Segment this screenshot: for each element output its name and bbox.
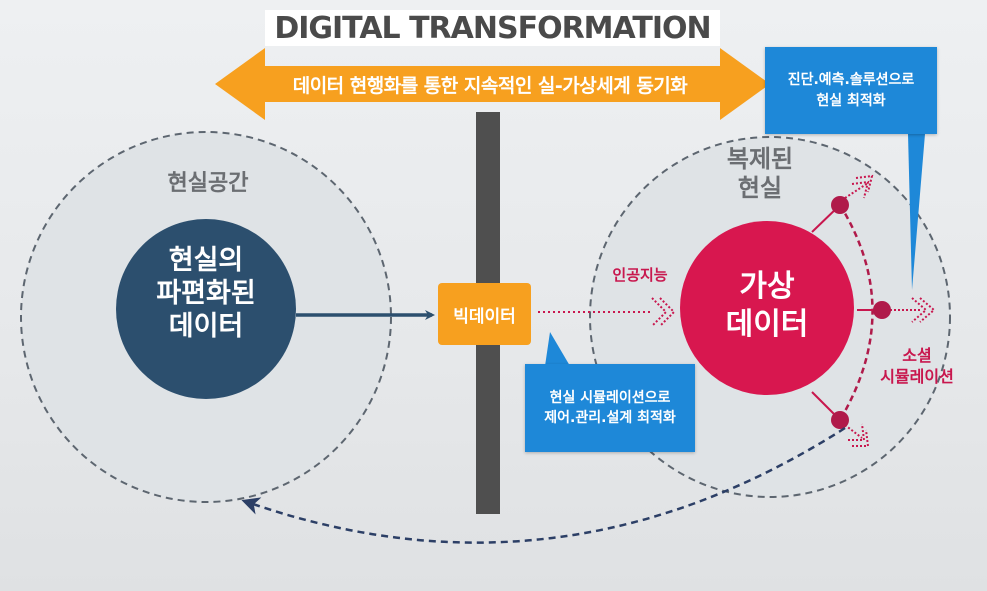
feedback-arrow [241, 426, 846, 544]
real-space-label: 현실공간 [167, 171, 249, 196]
big-data-box: 빅데이터 [438, 283, 531, 345]
fragmented-line-3: 데이터 [168, 310, 244, 342]
callout-bottom: 현실 시뮬레이션으로 제어.관리.설계 최적화 [525, 364, 695, 452]
virtual-data-circle [680, 221, 854, 395]
output-arc [838, 204, 874, 421]
callout-bottom-line-2: 제어.관리.설계 최적화 [544, 410, 676, 426]
callout-top-pointer [908, 134, 925, 290]
virtual-data-text: 가상 데이터 [697, 268, 837, 343]
fragmented-data-text: 현실의 파편화된 데이터 [116, 245, 296, 344]
callout-top: 진단.예측.솔루션으로 현실 최적화 [765, 47, 937, 134]
callout-bottom-line-1: 현실 시뮬레이션으로 [549, 389, 671, 406]
fragmented-line-2: 파편화된 [156, 277, 256, 309]
social-simulation-label: 소셜 시뮬레이션 [862, 346, 972, 388]
replicated-line-1: 복제된 [726, 145, 794, 173]
replicated-reality-label: 복제된 현실 [705, 145, 815, 203]
sync-double-arrow [215, 48, 770, 120]
ai-chevron [651, 297, 676, 327]
sync-banner-text: 데이터 현행화를 통한 지속적인 실-가상세계 동기화 [292, 74, 688, 97]
page-title: DIGITAL TRANSFORMATION [265, 10, 720, 46]
social-line-2: 시뮬레이션 [880, 366, 954, 386]
callout-top-line-1: 진단.예측.솔루션으로 [787, 72, 915, 89]
callout-bottom-pointer [545, 332, 570, 366]
callout-top-line-2: 현실 최적화 [816, 92, 886, 109]
replicated-line-2: 현실 [737, 173, 783, 202]
social-line-1: 소셜 [902, 346, 932, 365]
ai-label: 인공지능 [612, 266, 668, 284]
virtual-line-2: 데이터 [725, 306, 809, 342]
fragmented-line-1: 현실의 [168, 245, 244, 276]
fragmented-data-circle [116, 219, 296, 399]
virtual-line-1: 가상 [739, 269, 795, 304]
